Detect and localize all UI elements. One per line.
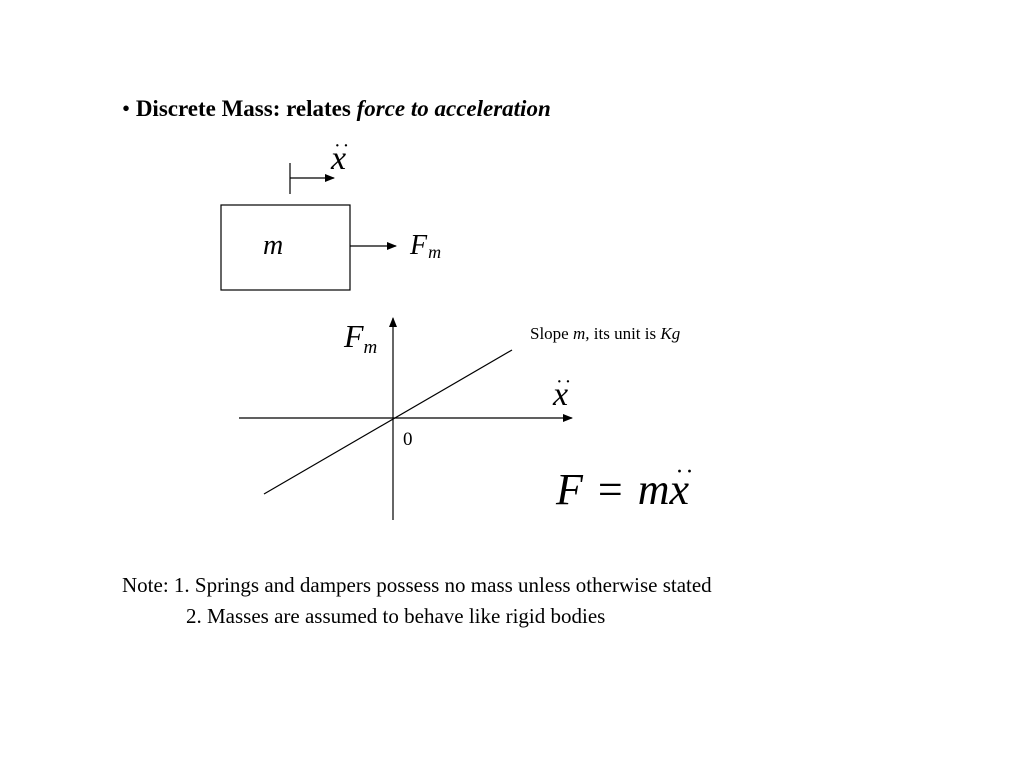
origin-label: 0 [403,429,413,450]
note-line-1: Note: 1. Springs and dampers possess no … [122,573,712,597]
slope-prefix: Slope [530,324,569,343]
slope-note: Slope m, its unit is Kg [530,323,680,345]
mass-label: m [263,230,284,261]
mass-block [220,204,351,291]
note-line-2: 2. Masses are assumed to behave like rig… [186,604,606,628]
equation-x-double-dot: ··x [669,459,696,514]
acceleration-symbol-top: ·· x [331,135,352,177]
force-subscript: m [428,242,442,262]
slope-variable: m, [572,324,590,343]
equation: F = m··x [556,459,696,514]
heading-bullet: • [122,96,131,121]
equation-lhs: F [556,465,583,514]
equation-m: m [637,465,670,514]
heading-bold-text: Discrete Mass: relates [135,96,351,121]
y-axis-label: Fm [344,318,377,360]
x-axis-label: ·· x [553,371,574,413]
y-axis-subscript: m [363,337,378,358]
slope-unit: Kg [660,324,681,343]
force-label: Fm [410,230,441,264]
force-symbol: F [410,230,428,261]
slope-line [263,349,513,495]
equation-equals: = [597,465,623,514]
y-axis-symbol: F [344,318,364,354]
slope-middle: its unit is [593,324,657,343]
heading-italic-text: force to acceleration [356,96,551,121]
slide-heading: • Discrete Mass: relates force to accele… [122,94,551,124]
